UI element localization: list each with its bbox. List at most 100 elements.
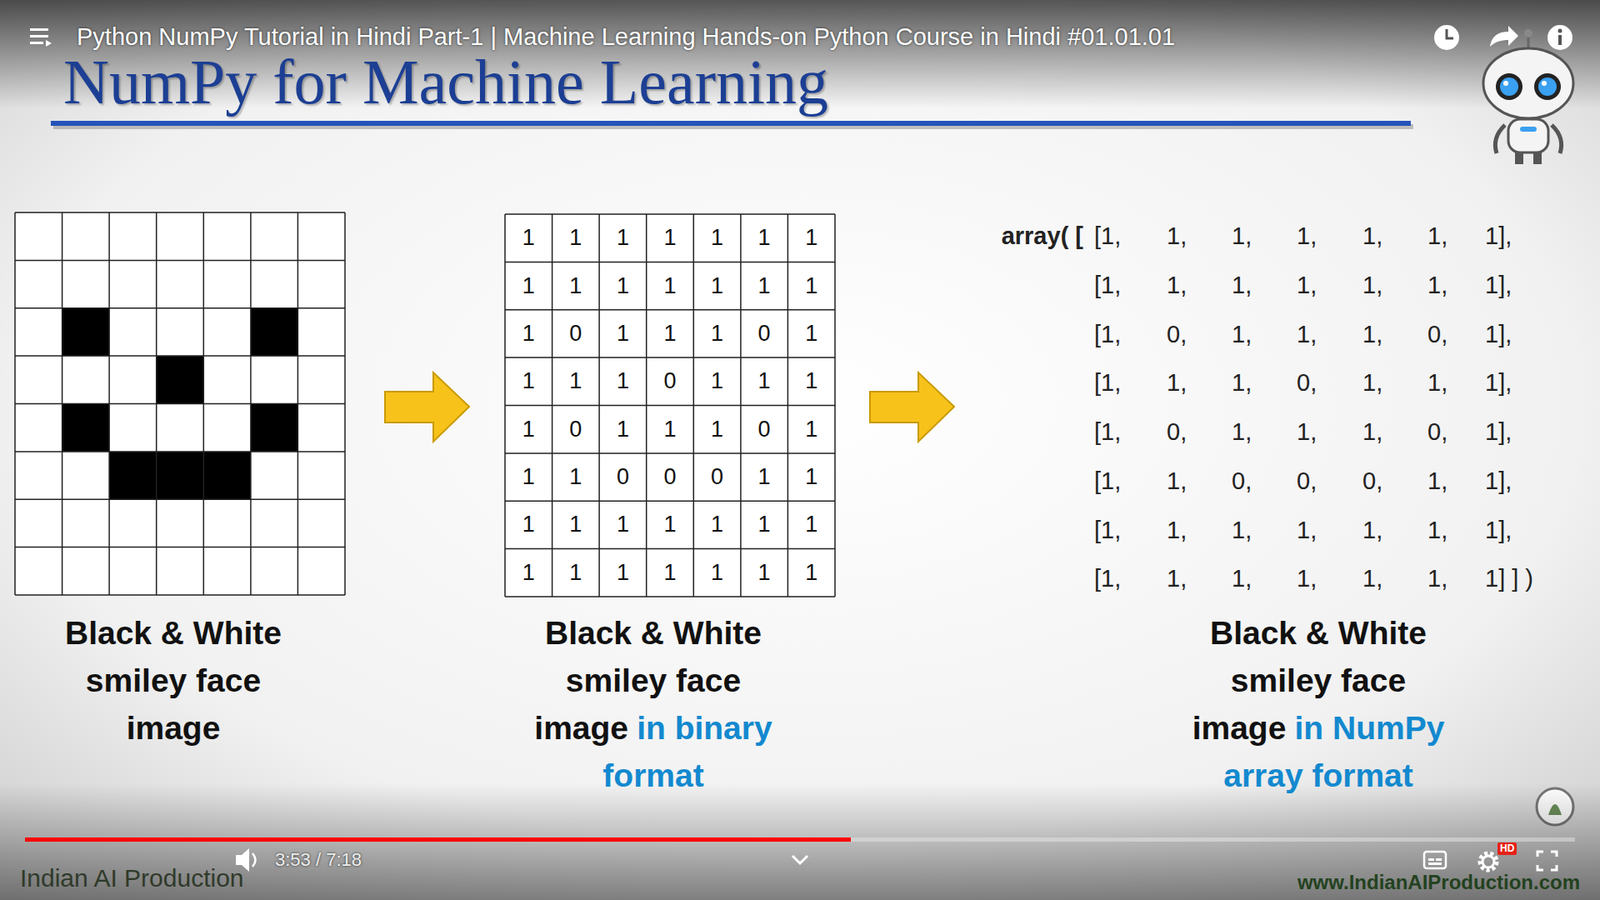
binary-cell: 1 [740,549,789,597]
array-value: 1, [1362,219,1383,253]
smiley-grid [15,212,345,595]
progress-played [25,837,851,842]
binary-cell: 1 [646,261,695,310]
array-value: 1, [1296,268,1317,302]
binary-cell: 1 [505,500,553,549]
array-value: 1, [1427,513,1448,547]
binary-cell: 1 [646,549,695,597]
array-value: 1, [1296,219,1317,253]
binary-cell: 1 [599,310,647,358]
array-value: 1, [1427,561,1448,595]
binary-cell: 1 [740,357,789,405]
binary-cell: 0 [552,405,600,454]
binary-cell: 1 [740,453,789,501]
array-value: 0, [1166,317,1187,351]
subtitles-icon [1424,851,1446,869]
video-time: 3:53 / 7:18 [275,848,362,872]
array-value: 0, [1427,317,1448,351]
slide-title: NumPy for Machine Learning [63,46,829,117]
binary-cell: 1 [646,310,695,358]
array-value: [1, [1094,415,1121,449]
bottom-overlay [0,783,1600,900]
binary-cell: 1 [693,405,741,454]
array-value: 1, [1427,365,1448,400]
binary-cell: 1 [740,214,789,262]
binary-cell: 1 [693,357,741,405]
array-value: [1, [1094,561,1121,595]
binary-cell: 1 [505,549,553,597]
array-value: [1, [1094,513,1121,547]
array-value: 1, [1231,561,1252,595]
binary-cell: 1 [693,549,741,597]
binary-cell: 1 [787,357,835,405]
array-value: [1, [1094,464,1121,498]
array-value: 1, [1296,415,1317,449]
clock-icon [1434,25,1460,50]
array-value: 1], [1485,317,1512,351]
array-value: [1, [1094,317,1121,351]
array-call: array( [ [908,219,1084,253]
binary-cell: 1 [599,214,647,262]
binary-cell: 0 [552,310,600,358]
binary-cell: 1 [787,500,835,549]
array-value: 0, [1427,415,1448,449]
array-value: [1, [1094,268,1121,302]
binary-cell: 1 [693,500,741,549]
array-value: 1, [1362,561,1383,595]
array-value: 1, [1231,219,1252,253]
binary-cell: 1 [787,453,835,501]
array-value: 1, [1231,415,1252,449]
robot-mascot [1483,29,1574,165]
array-value: 1], [1485,464,1512,498]
array-value: 1, [1166,464,1187,498]
binary-cell: 0 [740,405,789,454]
array-value: 0, [1166,415,1187,449]
binary-cell: 1 [552,453,600,501]
binary-cell: 1 [599,261,647,310]
array-value: 1, [1362,365,1383,400]
binary-cell: 1 [599,549,647,597]
binary-cell: 1 [505,310,553,358]
binary-cell: 0 [740,310,789,358]
array-value: 1], [1485,365,1512,400]
binary-cell: 1 [646,214,695,262]
binary-cell: 1 [787,310,835,358]
array-value: 1, [1296,317,1317,351]
hd-badge: HD [1497,842,1517,855]
array-value: [1, [1094,365,1121,400]
array-value: 1, [1166,513,1187,547]
binary-grid [505,214,835,597]
array-value: 1, [1362,513,1383,547]
binary-cell: 1 [787,214,835,262]
array-value: 1, [1231,268,1252,302]
title-rule [50,120,1411,126]
binary-cell: 1 [693,261,741,310]
binary-cell: 1 [646,405,695,454]
binary-cell: 1 [693,214,741,262]
website-url: www.IndianAIProduction.com [1080,870,1580,895]
array-value: 1, [1166,561,1187,595]
array-value: 1], [1485,513,1512,547]
binary-cell: 1 [505,405,553,454]
chevron-icon [792,855,808,864]
binary-cell: 1 [505,261,553,310]
binary-cell: 0 [646,453,695,501]
array-value: 1, [1166,219,1187,253]
info-icon [1547,25,1573,50]
flow-arrow [385,372,470,442]
caption: Black & White smiley face imagein binary… [518,609,790,800]
array-value: 0, [1231,464,1252,498]
array-value: 1], [1485,219,1512,253]
caption: Black & White smiley face image [38,609,310,752]
array-value: 1, [1362,268,1383,302]
binary-cell: 1 [787,549,835,597]
binary-cell: 1 [552,357,600,405]
playlist-icon [30,28,52,47]
binary-cell: 1 [599,405,647,454]
binary-cell: 0 [693,453,741,501]
array-value: 1, [1166,268,1187,302]
array-value: 1, [1362,415,1383,449]
share-icon [1490,25,1519,47]
binary-cell: 0 [646,357,695,405]
progress-track [25,837,1575,842]
